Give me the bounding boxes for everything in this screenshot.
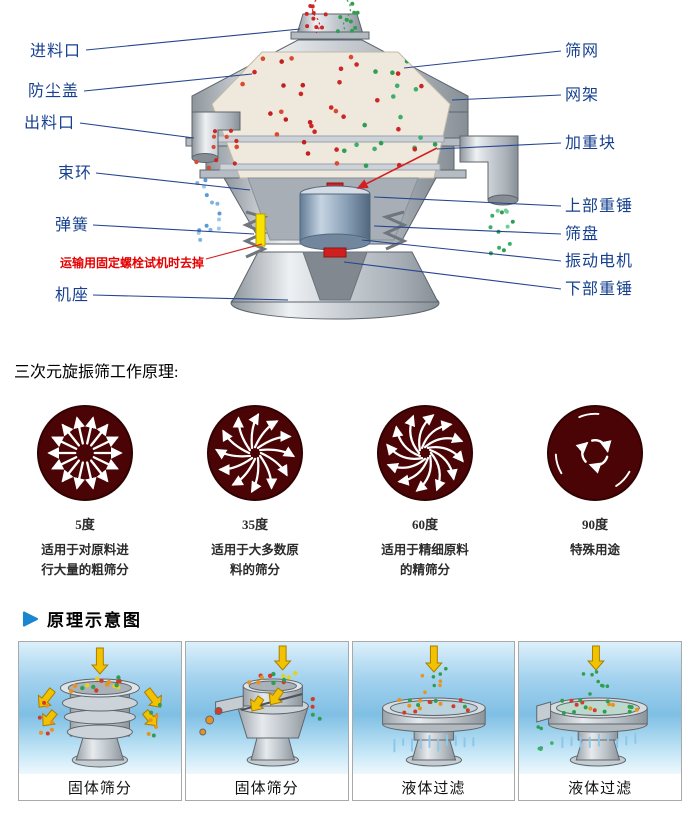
mode-desc: 适用于大多数原 料的筛分 [211, 540, 299, 580]
base-and-springs [230, 210, 440, 320]
mode-desc: 特殊用途 [570, 540, 620, 560]
machine-illustration [79, 0, 562, 320]
flow-arrows [249, 645, 292, 712]
mode-angle: 90度 [581, 517, 608, 532]
dust-cover-label: 防尘盖 [28, 83, 80, 100]
mode-35deg: 35度 适用于大多数原 料的筛分 [170, 404, 340, 580]
weight-block-label: 加重块 [565, 135, 617, 152]
phase-circle-60deg [376, 404, 474, 502]
left-outlet [191, 111, 241, 163]
schematic-panels: 固体筛分 [18, 641, 682, 801]
sieve-illustration-liquid-2 [536, 645, 648, 767]
panel-label: 液体过滤 [568, 780, 633, 797]
right-falling-dots [488, 208, 515, 256]
panel-label: 固体筛分 [67, 780, 132, 797]
mode-angle: 60度 [411, 517, 438, 532]
flow-arrows [37, 647, 162, 727]
mode-angle: 35度 [241, 517, 268, 532]
sieve-illustration-liquid [381, 645, 486, 767]
lower-hammer-label: 下部重锤 [565, 281, 634, 298]
machine-diagram-section: 进料口 防尘盖 出料口 束环 弹簧 机座 运输用固定螺栓试机时去掉 筛网 网架 … [0, 0, 700, 348]
interior-material-dots-red [234, 54, 354, 166]
phase-circle-35deg [206, 404, 304, 502]
panel-solid-sieving-1: 固体筛分 [18, 641, 182, 801]
upper-hammer-label: 上部重锤 [565, 198, 634, 215]
screen-mesh-label: 筛网 [565, 43, 600, 60]
flow-arrows [587, 645, 606, 671]
material-dots [37, 675, 162, 738]
phase-circle-5deg [36, 404, 134, 502]
panel-liquid-filter-1: 液体过滤 [351, 641, 516, 801]
left-outlet-material-dots [194, 128, 239, 170]
mode-desc-line: 的精筛分 [399, 563, 450, 577]
transport-bolt [255, 213, 266, 247]
mode-desc-line: 适用于大多数原 [211, 543, 299, 557]
panel-art [185, 642, 348, 774]
schematic-title: 原理示意图 [47, 611, 142, 630]
mode-desc-line: 特殊用途 [569, 543, 620, 557]
play-arrow-icon [22, 610, 39, 627]
mode-5deg: 5度 适用于对原料进 行大量的粗筛分 [0, 404, 170, 580]
transport-bolt-warning: 运输用固定螺栓试机时去掉 [60, 256, 205, 270]
sieve-illustration-slant [199, 645, 322, 767]
mesh-frame-label: 网架 [565, 87, 600, 104]
schematic-section: 原理示意图 [0, 606, 700, 801]
feed-stream-dots [304, 1, 360, 34]
phase-circle-90deg [546, 404, 644, 502]
mode-desc-line: 行大量的粗筛分 [41, 563, 129, 577]
feed-inlet-label: 进料口 [30, 43, 82, 60]
vibration-motor [299, 182, 371, 258]
material-dots [396, 666, 470, 715]
liquid-drips [561, 733, 637, 749]
liquid-drips [392, 734, 474, 753]
feed-inlet-pipe [290, 13, 370, 40]
interior-material-dots-green [342, 58, 443, 168]
panel-art [519, 642, 681, 774]
base-label: 机座 [55, 287, 90, 304]
mode-angle: 5度 [75, 517, 95, 532]
spring-label: 弹簧 [55, 217, 90, 234]
mode-60deg: 60度 适用于精细原料 的精筛分 [340, 404, 510, 580]
panel-art [19, 642, 181, 774]
material-dots [536, 670, 640, 751]
schematic-header: 原理示意图 [22, 606, 700, 631]
vibration-motor-label: 振动电机 [565, 253, 634, 270]
sieve-tray-label: 筛盘 [565, 226, 600, 243]
clamp-ring-label: 束环 [58, 165, 93, 182]
panel-liquid-filter-2: 液体过滤 [518, 641, 682, 801]
feed-stream-green [342, 0, 352, 33]
mode-desc: 适用于对原料进 行大量的粗筛分 [41, 540, 129, 580]
mode-90deg: 90度 特殊用途 [510, 404, 680, 580]
discharge-outlet-label: 出料口 [24, 115, 76, 132]
principle-section: 三次元旋振筛工作原理: 5度 适用于对原料进 行大量的粗筛分 35度 适用于大多… [0, 358, 700, 580]
mode-desc-line: 料的筛分 [229, 563, 280, 577]
panel-label: 液体过滤 [401, 780, 466, 797]
leader-lines [79, 28, 562, 301]
machine-body [185, 39, 481, 245]
panel-solid-sieving-2: 固体筛分 [184, 641, 349, 801]
principle-title: 三次元旋振筛工作原理: [14, 364, 179, 381]
panel-art [352, 642, 515, 774]
weight-pointer-arrow [356, 147, 438, 189]
material-dots [246, 671, 322, 721]
warning-leader-line [205, 243, 263, 260]
mode-desc: 适用于精细原料 的精筛分 [381, 540, 469, 580]
phase-modes-row: 5度 适用于对原料进 行大量的粗筛分 35度 适用于大多数原 料的筛分 [0, 404, 700, 580]
mode-desc-line: 适用于精细原料 [381, 543, 469, 557]
flow-arrows [424, 645, 443, 673]
panel-label: 固体筛分 [234, 780, 299, 797]
sieve-illustration-multideck [37, 647, 162, 768]
mode-desc-line: 适用于对原料进 [41, 543, 129, 557]
